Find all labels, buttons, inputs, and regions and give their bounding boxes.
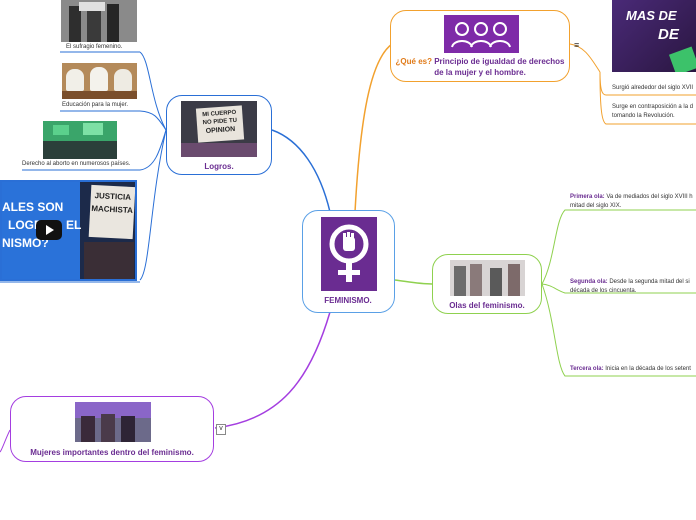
- ola-text-2: Desde la segunda mitad del si década de …: [570, 279, 690, 294]
- ola-item-1: Primera ola: Va de mediados del siglo XV…: [570, 193, 696, 211]
- que-es-item-1: Surgió alrededor del siglo XVII: [612, 85, 694, 91]
- video-text-1: ALES SON: [2, 200, 64, 214]
- waves-photo: [450, 260, 525, 296]
- education-photo: [62, 63, 137, 99]
- video-text-2: LOGR: [8, 218, 43, 232]
- olas-node[interactable]: Olas del feminismo.: [432, 254, 542, 314]
- women-icons-image: [444, 15, 519, 53]
- notes-icon[interactable]: ≡: [574, 40, 580, 50]
- abortion-rights-photo: [43, 121, 117, 159]
- women-march-photo: [75, 402, 151, 442]
- olas-title: Olas del feminismo.: [449, 301, 525, 310]
- video-text-4: NISMO?: [2, 236, 49, 250]
- logros-item-1: El sufragio femenino.: [66, 44, 123, 50]
- que-es-item-2: Surge en contraposición a la d tomando l…: [612, 104, 694, 119]
- ola-item-2: Segunda ola: Desde la segunda mitad del …: [570, 278, 696, 296]
- protest-sign-photo: MI CUERPO NO PIDE TU OPINION: [181, 101, 257, 157]
- ola-label-1: Primera ola:: [570, 194, 605, 200]
- logros-title: Logros.: [204, 162, 234, 171]
- video-thumbnail[interactable]: ALES SON LOGR EL NISMO? JUSTICIA MACHIST…: [0, 180, 137, 281]
- ola-text-3: Inicia en la década de los setent: [605, 366, 691, 372]
- que-es-title: Principio de igualdad de derechos de la …: [434, 57, 565, 77]
- suffrage-photo: [61, 0, 137, 42]
- que-es-question: ¿Qué es?: [395, 57, 432, 66]
- logros-item-2: Educación para la mujer.: [62, 102, 129, 108]
- central-node[interactable]: FEMINISMO.: [302, 210, 395, 313]
- central-title: FEMINISMO.: [324, 296, 372, 305]
- mujeres-node[interactable]: Mujeres importantes dentro del feminismo…: [10, 396, 214, 462]
- feminist-march-photo: MAS DE DE: [612, 0, 696, 72]
- play-button-icon[interactable]: [36, 220, 62, 240]
- video-sign-2: MACHISTA: [91, 203, 134, 216]
- que-es-node[interactable]: ¿Qué es? Principio de igualdad de derech…: [390, 10, 570, 82]
- mujeres-title: Mujeres importantes dentro del feminismo…: [30, 448, 194, 457]
- logros-item-3: Derecho al aborto en numerosos países.: [22, 161, 131, 167]
- video-text-3: EL: [66, 218, 82, 232]
- collapse-toggle-icon[interactable]: v: [216, 424, 226, 435]
- ola-label-3: Tercera ola:: [570, 366, 604, 372]
- feminism-symbol-icon: [321, 217, 377, 291]
- photo-text-2: DE: [658, 26, 679, 43]
- ola-text-1: Va de mediados del siglo XVIII h mitad d…: [570, 194, 693, 209]
- que-es-text: ¿Qué es? Principio de igualdad de derech…: [395, 56, 565, 78]
- ola-label-2: Segunda ola:: [570, 279, 608, 285]
- photo-text-1: MAS DE: [626, 8, 677, 23]
- video-sign-1: JUSTICIA: [94, 191, 132, 202]
- logros-node[interactable]: MI CUERPO NO PIDE TU OPINION Logros.: [166, 95, 272, 175]
- ola-item-3: Tercera ola: Inicia en la década de los …: [570, 365, 696, 374]
